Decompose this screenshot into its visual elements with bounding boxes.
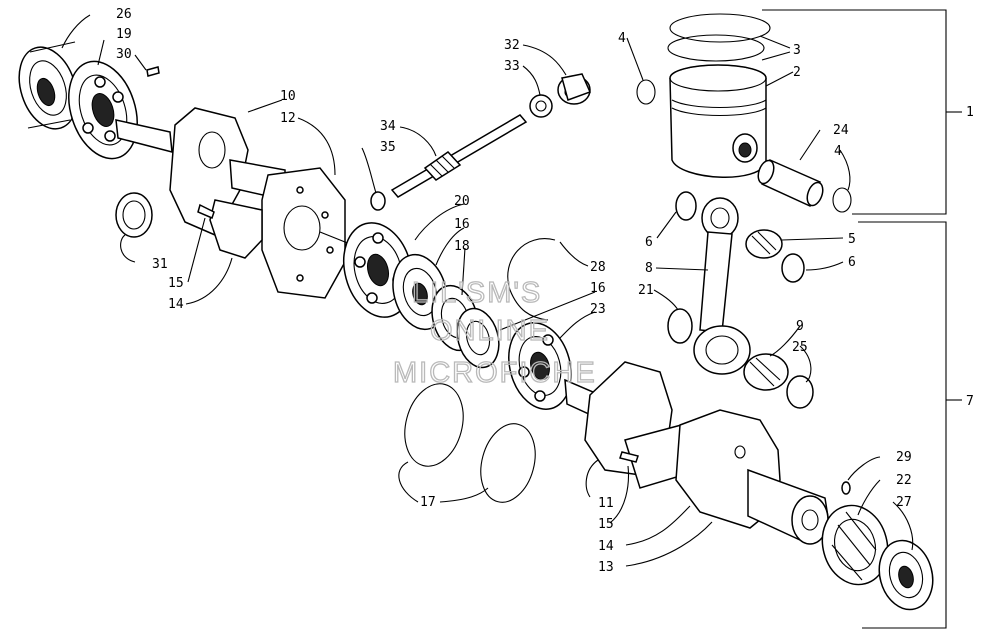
callout-24: 24 xyxy=(833,123,849,138)
part-25-thrust-washer xyxy=(786,375,814,409)
part-3-piston-rings xyxy=(667,13,771,62)
part-23-main-bearing xyxy=(508,322,572,410)
watermark-line-3: MICROFICHE xyxy=(393,357,597,389)
callout-6-left: 6 xyxy=(645,235,653,250)
part-17-o-ring-right xyxy=(480,423,536,503)
part-30-woodruff-key xyxy=(146,66,160,77)
watermark: LIL'SM'S ONLINE MICROFICHE xyxy=(392,276,597,389)
callout-20: 20 xyxy=(454,194,470,209)
callout-2: 2 xyxy=(793,65,801,80)
part-18-center-seal xyxy=(431,284,500,369)
part-22-roller-bearing xyxy=(821,504,889,586)
callout-23: 23 xyxy=(590,302,606,317)
part-33-seal xyxy=(529,94,553,118)
part-9-needle-bearing-large xyxy=(743,353,789,391)
part-28-snap-ring xyxy=(507,238,556,321)
part-29-pin xyxy=(841,481,851,495)
part-35-washer xyxy=(370,191,386,211)
part-15-crank-pin-right xyxy=(619,451,639,463)
watermark-line-1: LIL'SM'S xyxy=(412,277,542,309)
callout-3: 3 xyxy=(793,43,801,58)
callout-14-right: 14 xyxy=(598,539,614,554)
callout-31: 31 xyxy=(152,257,168,272)
callout-25: 25 xyxy=(792,340,808,355)
callout-30: 30 xyxy=(116,47,132,62)
callout-29: 29 xyxy=(896,450,912,465)
part-6-thrust-washer-upper-left xyxy=(675,191,697,221)
callout-4-top: 4 xyxy=(618,31,626,46)
part-31-thrust-washer xyxy=(115,192,153,238)
part-8-connecting-rod xyxy=(693,197,751,375)
callout-16-top: 16 xyxy=(454,217,470,232)
callout-9: 9 xyxy=(796,319,804,334)
part-21-thrust-washer xyxy=(667,308,693,344)
callout-11: 11 xyxy=(598,496,614,511)
callout-21: 21 xyxy=(638,283,654,298)
leader-lines xyxy=(61,14,914,567)
part-4-circlip-left xyxy=(636,79,656,105)
callout-35: 35 xyxy=(380,140,396,155)
part-12-crank-web xyxy=(209,167,346,299)
watermark-line-2: ONLINE xyxy=(430,315,550,347)
part-24-piston-pin xyxy=(757,158,824,208)
callout-4-right: 4 xyxy=(834,144,842,159)
part-19-bearing xyxy=(68,60,138,160)
callout-17: 17 xyxy=(420,495,436,510)
part-32-cap xyxy=(557,73,592,105)
part-5-needle-bearing-small xyxy=(745,229,783,259)
part-13-right-crank-half xyxy=(675,409,831,545)
part-4-circlip-right xyxy=(832,187,852,213)
part-34-pump-shaft xyxy=(390,114,528,198)
callout-8: 8 xyxy=(645,261,653,276)
callout-26: 26 xyxy=(116,7,132,22)
part-2-piston xyxy=(669,64,767,178)
callout-28: 28 xyxy=(590,260,606,275)
callout-27: 27 xyxy=(896,495,912,510)
part-27-oil-seal-right xyxy=(878,539,934,611)
callout-15-right: 15 xyxy=(598,517,614,532)
callout-labels: 26 19 30 10 12 31 15 14 32 33 34 35 20 1… xyxy=(116,7,974,575)
callout-18: 18 xyxy=(454,239,470,254)
callout-15-left: 15 xyxy=(168,276,184,291)
callout-1: 1 xyxy=(966,105,974,120)
callout-22: 22 xyxy=(896,473,912,488)
callout-34: 34 xyxy=(380,119,396,134)
part-15-crank-pin xyxy=(197,203,215,220)
callout-10: 10 xyxy=(280,89,296,104)
callout-33: 33 xyxy=(504,59,520,74)
callout-6-right: 6 xyxy=(848,255,856,270)
callout-12: 12 xyxy=(280,111,296,126)
callout-32: 32 xyxy=(504,38,520,53)
bracket-7 xyxy=(858,221,947,629)
part-17-o-ring-left xyxy=(404,383,464,467)
callout-19: 19 xyxy=(116,27,132,42)
callout-7: 7 xyxy=(966,394,974,409)
part-6-thrust-washer-right xyxy=(781,253,805,283)
callout-5: 5 xyxy=(848,232,856,247)
callout-16-mid: 16 xyxy=(590,281,606,296)
callout-14-left: 14 xyxy=(168,297,184,312)
callout-13: 13 xyxy=(598,560,614,575)
